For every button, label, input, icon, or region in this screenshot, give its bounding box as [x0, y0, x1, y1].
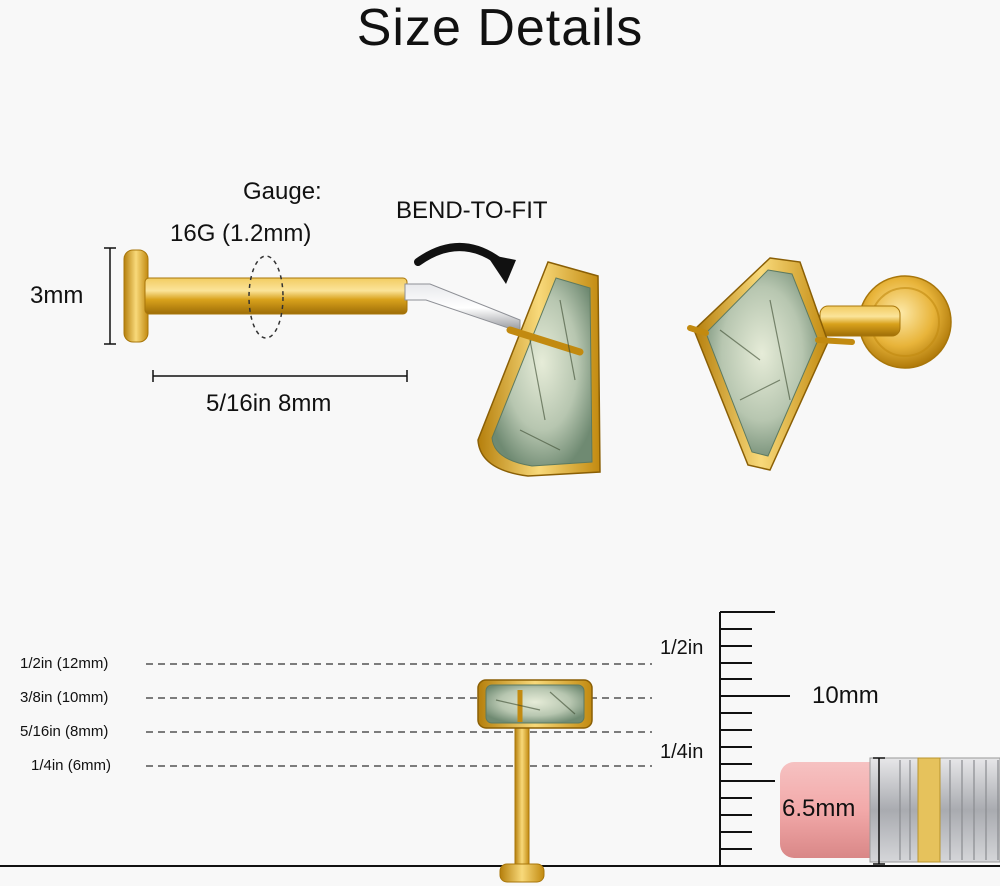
gauge-ellipse: [248, 255, 284, 339]
gauge-label: Gauge:: [243, 178, 322, 205]
stud-front-view: [687, 257, 952, 471]
ruler-quarter-inch-label: 1/4in: [660, 741, 704, 763]
bar-length-label: 5/16in 8mm: [206, 390, 332, 417]
stud-scale-model: [477, 679, 593, 883]
disc-height-label: 3mm: [30, 282, 84, 309]
bar-length-dimension: [152, 370, 408, 382]
size-line-label: 1/2in (12mm): [20, 655, 109, 672]
ruler-mm-label: 10mm: [812, 682, 879, 709]
silver-bend-pin: [404, 283, 521, 333]
size-line-label: 1/4in (6mm): [31, 757, 112, 774]
gold-post: [144, 277, 408, 315]
gauge-value: 16G (1.2mm): [170, 220, 312, 247]
size-line-label: 5/16in (8mm): [20, 723, 109, 740]
size-line-label: 3/8in (10mm): [20, 689, 109, 706]
pencil-eraser: [780, 757, 1000, 863]
ruler-half-inch-label: 1/2in: [660, 637, 704, 659]
flat-back-disc: [123, 249, 149, 343]
ruler: [719, 611, 790, 866]
disc-height-dimension: [104, 247, 116, 345]
eraser-size-label: 6.5mm: [782, 795, 856, 822]
stone-setting-side: [477, 261, 601, 477]
eraser-dimension: [873, 757, 885, 865]
reference-lines: [146, 663, 652, 767]
bend-label: BEND-TO-FIT: [396, 197, 548, 224]
bend-arrow-icon: [414, 243, 516, 284]
page-title: Size Details: [356, 0, 644, 57]
